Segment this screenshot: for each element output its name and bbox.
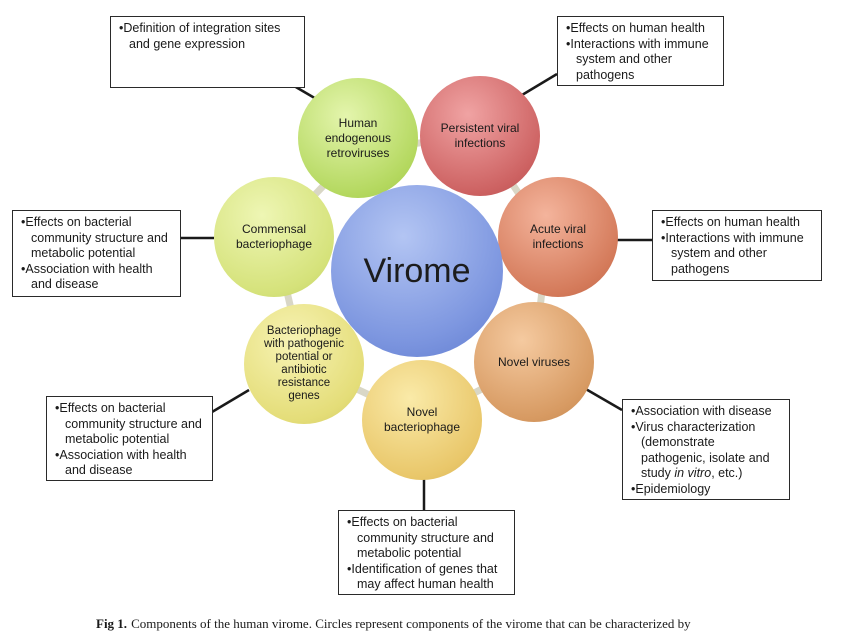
node-label: Novel bacteriophage [383, 405, 461, 434]
note-item: Effects on bacterial community structure… [21, 215, 172, 262]
note-persistent-viral-infections: Effects on human health Interactions wit… [557, 16, 724, 86]
node-virome-label: Virome [363, 252, 471, 290]
leader-persistent [521, 72, 558, 97]
leader-novel-viruses [583, 386, 623, 412]
note-item: Epidemiology [631, 482, 781, 498]
leader-lines [181, 72, 652, 510]
node-acute-viral-infections: Acute viral infections [498, 177, 618, 297]
note-item: Effects on human health [661, 215, 813, 231]
node-virome: Virome [331, 185, 503, 357]
note-item: Effects on human health [566, 21, 715, 37]
leader-patho-phage [211, 388, 250, 414]
note-item: Effects on bacterial community structure… [347, 515, 506, 562]
note-human-endogenous-retroviruses: Definition of integration sites and gene… [110, 16, 305, 88]
note-text: , etc.) [711, 466, 743, 480]
note-text-italic: in vitro [674, 466, 712, 480]
note-item: Definition of integration sites and gene… [119, 21, 296, 52]
note-text: Virus characterization (demonstrate path… [635, 419, 770, 481]
note-item: Association with health and disease [21, 262, 172, 293]
figure-caption-label: Fig 1. [96, 616, 128, 631]
node-human-endogenous-retroviruses: Human endogenous retroviruses [298, 78, 418, 198]
node-label: Commensal bacteriophage [235, 222, 313, 251]
note-item: Interactions with immune system and othe… [661, 231, 813, 278]
node-label: Human endogenous retroviruses [324, 115, 392, 160]
note-acute-viral-infections: Effects on human health Interactions wit… [652, 210, 822, 281]
note-commensal-bacteriophage: Effects on bacterial community structure… [12, 210, 181, 297]
note-item: Effects on bacterial community structure… [55, 401, 204, 448]
note-novel-viruses: Association with disease Virus character… [622, 399, 790, 500]
node-commensal-bacteriophage: Commensal bacteriophage [214, 177, 334, 297]
node-label: Bacteriophage with pathogenic potential … [264, 325, 344, 402]
node-bacteriophage-pathogenic-potential: Bacteriophage with pathogenic potential … [244, 304, 364, 424]
node-label: Novel viruses [497, 354, 571, 369]
node-persistent-viral-infections: Persistent viral infections [420, 76, 540, 196]
node-label: Persistent viral infections [440, 121, 520, 150]
note-item-virus-characterization: Virus characterization (demonstrate path… [631, 420, 781, 482]
figure-caption-text: Components of the human virome. Circles … [131, 616, 691, 631]
note-novel-bacteriophage: Effects on bacterial community structure… [338, 510, 515, 595]
note-bacteriophage-pathogenic-potential: Effects on bacterial community structure… [46, 396, 213, 481]
node-novel-bacteriophage: Novel bacteriophage [362, 360, 482, 480]
note-item: Interactions with immune system and othe… [566, 37, 715, 84]
note-item: Identification of genes that may affect … [347, 562, 506, 593]
note-item: Association with disease [631, 404, 781, 420]
figure-caption: Fig 1.Components of the human virome. Ci… [96, 616, 691, 632]
node-novel-viruses: Novel viruses [474, 302, 594, 422]
node-label: Acute viral infections [529, 222, 587, 251]
note-item: Association with health and disease [55, 448, 204, 479]
